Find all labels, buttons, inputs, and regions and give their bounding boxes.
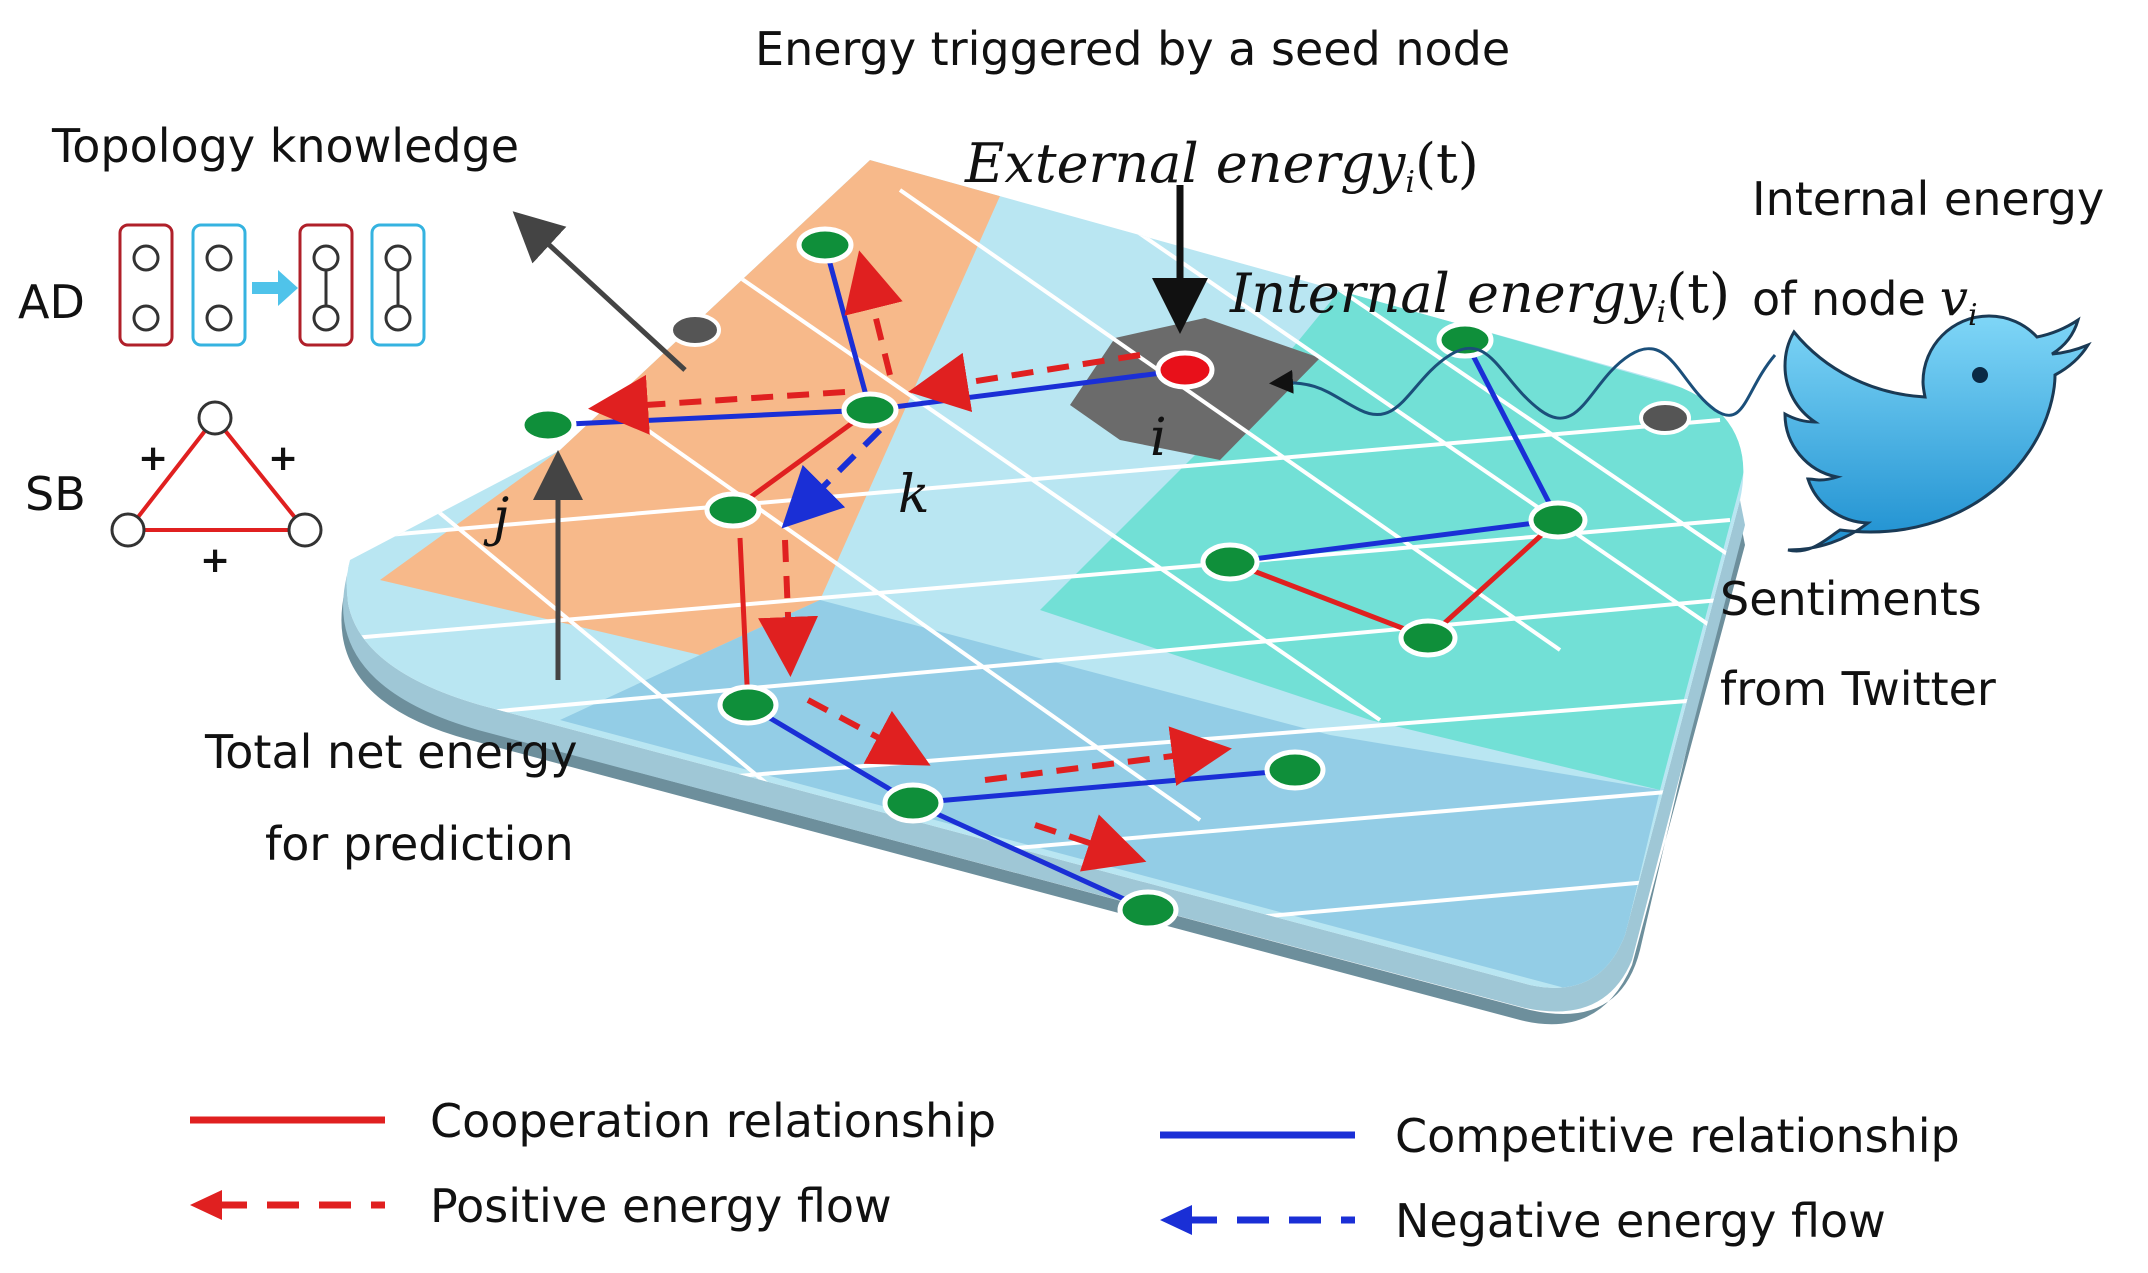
ad-label: AD	[18, 275, 85, 329]
negative-flow-arrow	[781, 427, 883, 529]
energy-flows	[588, 250, 1232, 872]
network-node	[1200, 542, 1260, 582]
external-energy-label: External energyi(t)	[964, 132, 1479, 200]
blue-region	[560, 600, 1660, 988]
network-node	[1264, 749, 1326, 791]
sentiments-line1: Sentiments	[1720, 572, 1982, 626]
node-label-i: i	[1150, 408, 1167, 468]
network-node	[1398, 618, 1458, 658]
competitive-edge	[746, 702, 915, 806]
sb-sign-left: +	[138, 438, 168, 479]
competitive-edge	[911, 800, 1150, 913]
network-node	[704, 491, 762, 529]
legend-negative-flow-arrowhead	[1160, 1205, 1192, 1235]
idle-node	[1639, 401, 1691, 435]
positive-flow-arrow	[806, 697, 931, 766]
network-node	[717, 684, 779, 726]
cooperation-edge	[731, 407, 872, 513]
positive-flow-arrow	[1034, 814, 1147, 872]
legend-positive-flow-label: Positive energy flow	[430, 1179, 892, 1233]
network-node-k	[841, 391, 899, 429]
positive-flow-arrow	[908, 352, 1141, 413]
twitter-bird-icon	[1783, 314, 2092, 553]
internal-energy-node-line1: Internal energy	[1752, 172, 2104, 226]
cooperation-edge	[1426, 518, 1560, 640]
legend-positive-flow-arrowhead	[190, 1190, 222, 1220]
internal-energy-label: Internal energyi(t)	[1229, 262, 1730, 330]
legend-cooperation-label: Cooperation relationship	[430, 1094, 996, 1148]
cooperation-edge	[737, 537, 751, 706]
idle-node	[669, 313, 721, 347]
network-node	[1117, 889, 1179, 931]
network-node-j	[519, 406, 577, 444]
network-node	[1436, 321, 1494, 359]
sb-label: SB	[25, 467, 86, 521]
topology-knowledge-label: Topology knowledge	[51, 119, 519, 173]
positive-flow-arrow	[588, 374, 846, 435]
total-net-energy-line2: for prediction	[265, 817, 574, 871]
legend-negative-flow-label: Negative energy flow	[1395, 1194, 1886, 1248]
topology-arrow	[512, 211, 687, 372]
seed-node-i	[1155, 350, 1215, 390]
network-node	[1528, 500, 1588, 540]
ad-illustration	[118, 223, 426, 347]
ad-transform-arrow	[252, 270, 298, 306]
node-label-k: k	[898, 465, 930, 525]
positive-flow-arrow	[984, 726, 1232, 786]
cooperation-edge	[1229, 559, 1429, 641]
network-node	[796, 226, 854, 264]
positive-flow-arrow	[758, 539, 819, 677]
diagram-title: Energy triggered by a seed node	[755, 22, 1510, 76]
sb-sign-right: +	[268, 438, 298, 479]
legend-competitive-label: Competitive relationship	[1395, 1109, 1960, 1163]
internal-energy-wave	[1269, 346, 1777, 420]
legend: Cooperation relationship Positive energy…	[190, 1094, 1960, 1248]
competitive-edge	[822, 244, 873, 411]
board-shadow	[341, 520, 1745, 1025]
network-nodes	[519, 226, 1588, 931]
network-node	[882, 782, 944, 824]
sb-triangle	[110, 400, 323, 548]
competitive-edge	[1462, 338, 1561, 522]
sentiments-line2: from Twitter	[1720, 662, 1996, 716]
competitive-edge	[1229, 517, 1559, 565]
total-net-energy-line1: Total net energy	[204, 725, 577, 779]
board-edge	[343, 500, 1745, 1012]
sb-sign-bottom: +	[200, 540, 230, 581]
positive-flow-arrow	[844, 250, 903, 376]
